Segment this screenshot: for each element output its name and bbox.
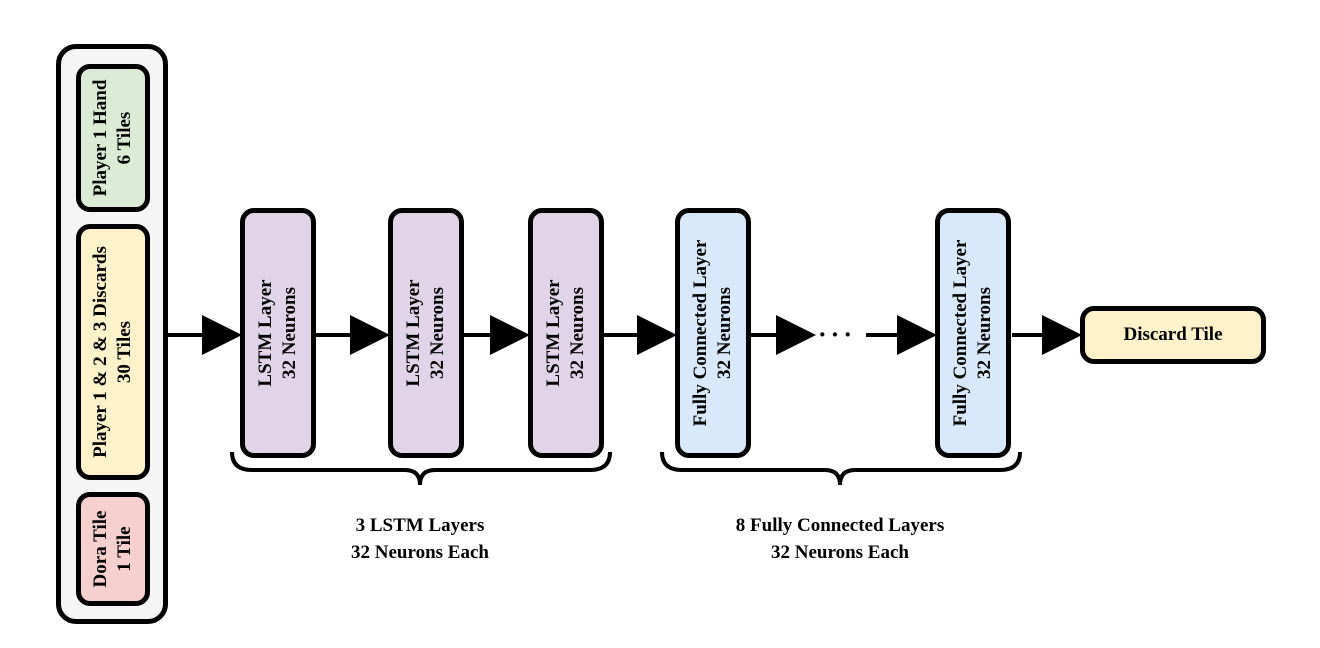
discards-label: Player 1 & 2 & 3 Discards 30 Tiles bbox=[89, 246, 137, 458]
player-hand-box: Player 1 Hand 6 Tiles bbox=[76, 64, 150, 212]
dora-box: Dora Tile 1 Tile bbox=[76, 492, 150, 606]
lstm-group-brace bbox=[230, 451, 612, 486]
fc-layer-2-title: Fully Connected Layer bbox=[950, 239, 971, 427]
dora-title: Dora Tile bbox=[90, 510, 111, 588]
fc-layer-1-label: Fully Connected Layer 32 Neurons bbox=[689, 240, 737, 427]
lstm-layer-1: LSTM Layer 32 Neurons bbox=[240, 208, 316, 458]
lstm-layer-3-title: LSTM Layer bbox=[543, 279, 564, 387]
output-box: Discard Tile bbox=[1080, 306, 1266, 364]
lstm-layer-2-label: LSTM Layer 32 Neurons bbox=[402, 279, 450, 386]
fc-group-caption: 8 Fully Connected Layers 32 Neurons Each bbox=[690, 512, 990, 566]
fc-layer-1-title: Fully Connected Layer bbox=[690, 239, 711, 427]
lstm-group-caption: 3 LSTM Layers 32 Neurons Each bbox=[280, 512, 560, 566]
discards-count: 30 Tiles bbox=[114, 320, 135, 384]
lstm-layer-3-neurons: 32 Neurons bbox=[567, 286, 588, 380]
dora-label: Dora Tile 1 Tile bbox=[89, 511, 137, 588]
fc-caption-line2: 32 Neurons Each bbox=[771, 542, 909, 563]
player-hand-title: Player 1 Hand bbox=[90, 79, 111, 197]
lstm-layer-1-label: LSTM Layer 32 Neurons bbox=[254, 279, 302, 386]
player-hand-count: 6 Tiles bbox=[114, 111, 135, 165]
fc-layer-1-neurons: 32 Neurons bbox=[714, 286, 735, 380]
lstm-layer-3-label: LSTM Layer 32 Neurons bbox=[542, 279, 590, 386]
fc-layer-2-label: Fully Connected Layer 32 Neurons bbox=[949, 240, 997, 427]
lstm-layer-2-title: LSTM Layer bbox=[403, 279, 424, 387]
fc-caption-line1: 8 Fully Connected Layers bbox=[735, 515, 945, 536]
dora-count: 1 Tile bbox=[114, 526, 135, 572]
discards-title: Player 1 & 2 & 3 Discards bbox=[90, 246, 111, 458]
fc-group-brace bbox=[660, 451, 1022, 486]
lstm-caption-line1: 3 LSTM Layers bbox=[355, 515, 485, 536]
player-hand-label: Player 1 Hand 6 Tiles bbox=[89, 80, 137, 197]
lstm-layer-1-title: LSTM Layer bbox=[255, 279, 276, 387]
lstm-layer-2-neurons: 32 Neurons bbox=[427, 286, 448, 380]
fc-layer-1: Fully Connected Layer 32 Neurons bbox=[675, 208, 751, 458]
ellipsis: ··· bbox=[818, 320, 857, 349]
discards-box: Player 1 & 2 & 3 Discards 30 Tiles bbox=[76, 224, 150, 480]
lstm-caption-line2: 32 Neurons Each bbox=[351, 542, 489, 563]
output-label: Discard Tile bbox=[1123, 324, 1223, 345]
lstm-layer-1-neurons: 32 Neurons bbox=[279, 286, 300, 380]
lstm-layer-3: LSTM Layer 32 Neurons bbox=[528, 208, 604, 458]
lstm-layer-2: LSTM Layer 32 Neurons bbox=[388, 208, 464, 458]
fc-layer-2-neurons: 32 Neurons bbox=[974, 286, 995, 380]
fc-layer-2: Fully Connected Layer 32 Neurons bbox=[935, 208, 1011, 458]
